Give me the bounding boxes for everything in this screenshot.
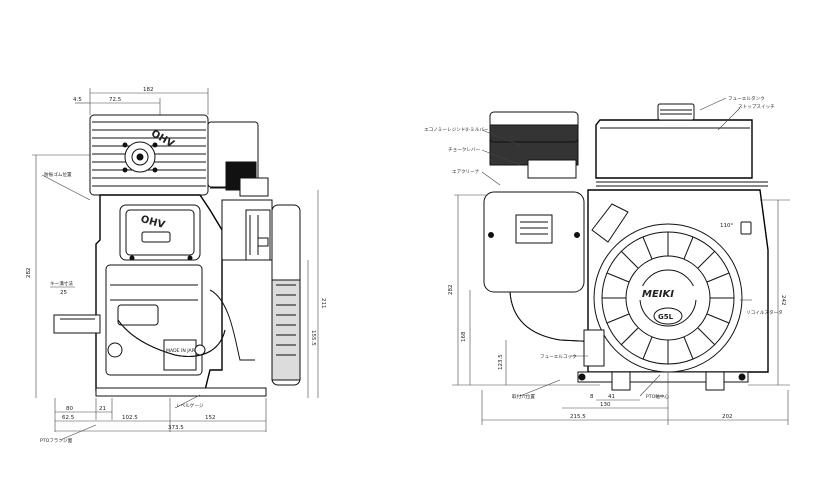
air-cleaner-label [515, 214, 553, 244]
r-dim-8: 8 [590, 394, 594, 400]
dim-height-right: 211 [320, 298, 326, 309]
r-dim-height-left: 282 [448, 285, 454, 296]
spark-plug-icon [136, 153, 144, 161]
output-shaft [53, 314, 101, 334]
r-dim-width: 130 [600, 402, 611, 408]
label-mount-holes: 取付穴位置 [512, 393, 535, 400]
dim-height-inner: 155.5 [310, 330, 316, 346]
r-dim-bottom-right: 202 [722, 414, 733, 420]
r-dim-angle: 110° [720, 223, 733, 229]
right-base [577, 371, 749, 383]
r-dim-height-small: 123.5 [498, 354, 504, 370]
right-view: MEIKI G5L 282 168 123.5 242 215.5 202 [424, 95, 790, 425]
dim-bottom-3: 62.5 [62, 415, 75, 421]
label-pto-flange: PTOフランジ面 [40, 438, 73, 444]
fuel-tank [595, 119, 753, 179]
label-gauge: レベルゲージ [176, 402, 204, 409]
engine-block [95, 194, 223, 391]
r-dim-bottom-left: 215.5 [570, 414, 586, 420]
fuel-cock [583, 329, 605, 367]
dim-bottom-4: 102.5 [122, 415, 138, 421]
dim-height-left: 282 [26, 268, 32, 279]
base-plate [95, 387, 267, 397]
fuel-cap-icon [657, 103, 695, 121]
label-pto-shaft: PTO軸中心 [646, 393, 669, 400]
dim-shaft-dia: 25 [60, 290, 67, 296]
label-fuel-cock: フューエルコック [540, 354, 577, 360]
r-dim-height-right: 242 [780, 295, 786, 306]
dim-top-mid: 72.5 [109, 97, 122, 103]
dim-top-left: 4.5 [73, 97, 82, 103]
model-badge: G5L [658, 313, 674, 321]
label-choke: チョークレバー [448, 147, 481, 153]
label-mount: 防振ゴム位置 [44, 171, 72, 178]
dim-bottom-1: 80 [66, 406, 73, 412]
label-fuel-tank: フューエルタンク [728, 95, 765, 102]
dim-bottom-total: 373.5 [168, 425, 184, 431]
r-dim-side: 41 [608, 394, 615, 400]
label-ignition: エコノミーレジンド(I-ミルバー [424, 127, 489, 133]
dim-bottom-5: 152 [205, 415, 216, 421]
starter-handle [591, 203, 629, 243]
dim-overall-width: 182 [143, 87, 154, 93]
r-dim-height-mid: 168 [461, 331, 467, 342]
label-stop-switch: ストップスイッチ [738, 104, 775, 110]
label-air-cleaner: エアクリーナ [452, 169, 480, 175]
made-in-label: MADE IN JAPAN [166, 348, 201, 354]
brand-logo: MEIKI [642, 289, 674, 300]
left-view: 182 72.5 4.5 282 211 155.5 防振ゴム位置 キー溝寸法 … [26, 87, 326, 444]
dim-bottom-2: 21 [99, 406, 106, 412]
label-shaft-key: キー溝寸法 [50, 280, 73, 287]
label-starter: リコイルスタータ [746, 309, 783, 316]
